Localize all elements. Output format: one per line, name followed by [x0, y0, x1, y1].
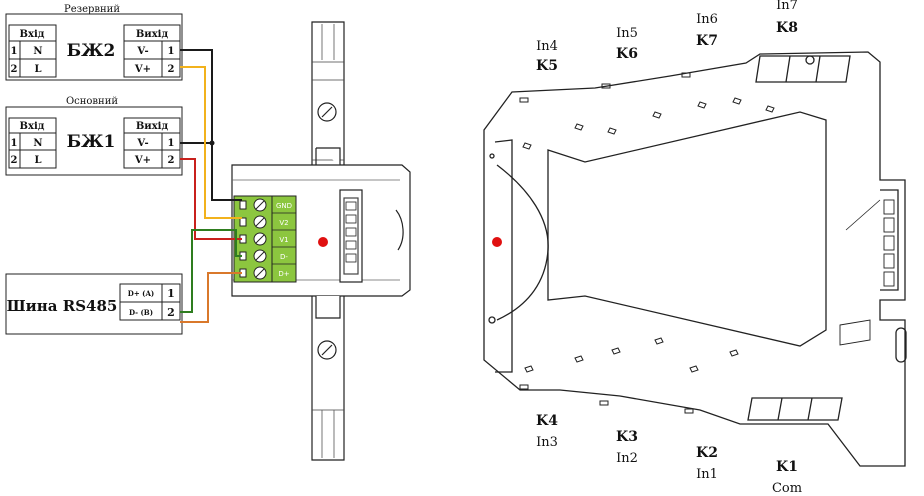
- channel-k6: K6: [616, 46, 638, 62]
- psu-main-in-label-2: L: [34, 155, 41, 166]
- psu-reserve-out-num-2: 2: [168, 64, 175, 75]
- psu-main-out-label-1: V-: [136, 138, 148, 149]
- psu-reserve-in-num-2: 2: [11, 64, 18, 75]
- psu-reserve-out-header: Вихід: [136, 29, 169, 40]
- wire-black: [180, 49, 242, 201]
- terminal-label-dminus: D-: [280, 253, 288, 261]
- terminal-block: GND V2 V1 D- D+: [233, 195, 297, 283]
- psu-main-in-label-1: N: [33, 138, 42, 149]
- psu-reserve-caption: Резервний: [64, 4, 120, 15]
- module-front-view: [483, 51, 907, 467]
- wire-orange: [180, 272, 242, 323]
- channel-k2: K2: [696, 445, 718, 461]
- terminal-label-dplus: D+: [278, 270, 289, 278]
- psu-reserve-in-label-1: N: [33, 46, 42, 57]
- psu-reserve-in-num-1: 1: [11, 46, 18, 57]
- channel-k4: K4: [536, 413, 558, 429]
- wire-green: [180, 229, 242, 313]
- channel-k6-in: In5: [616, 26, 638, 41]
- channel-k1-in: Com: [772, 481, 802, 496]
- psu-reserve-in-header: Вхід: [20, 29, 45, 40]
- psu-reserve-block: Резервний Вхід 1 N 2 L БЖ2 Вихід V- 1 V+…: [5, 4, 183, 81]
- wires: [180, 49, 242, 323]
- channel-k8: K8: [776, 20, 798, 36]
- psu-reserve-in-label-2: L: [34, 64, 41, 75]
- channel-k5-in: In4: [536, 39, 558, 54]
- psu-reserve-name: БЖ2: [67, 41, 116, 61]
- channel-k1: K1: [776, 459, 798, 475]
- psu-reserve-out-label-2: V+: [134, 64, 151, 75]
- front-status-led: [492, 237, 502, 247]
- channel-k3: K3: [616, 429, 638, 445]
- psu-main-out-num-1: 1: [168, 138, 175, 149]
- rs485-label-2: D- (B): [129, 308, 153, 317]
- terminal-label-v2: V2: [279, 219, 288, 227]
- channel-labels: In4 K5 In5 K6 In6 K7 In7 K8 K4 In3 K3 In…: [536, 0, 802, 496]
- psu-main-name: БЖ1: [67, 132, 116, 152]
- wire-yellow: [180, 66, 242, 219]
- wire-red: [180, 158, 242, 240]
- terminal-label-v1: V1: [279, 236, 288, 244]
- rs485-num-1: 1: [167, 287, 175, 300]
- rs485-name: Шина RS485: [7, 297, 118, 315]
- channel-k5: K5: [536, 58, 558, 74]
- psu-main-out-num-2: 2: [168, 155, 175, 166]
- terminal-screws: [239, 198, 267, 280]
- channel-k4-in: In3: [536, 435, 558, 450]
- psu-reserve-out-label-1: V-: [136, 46, 148, 57]
- psu-main-in-num-1: 1: [11, 138, 18, 149]
- psu-main-caption: Основний: [66, 96, 118, 107]
- psu-main-block: Основний Вхід 1 N 2 L БЖ1 Вихід V- 1 V+ …: [5, 96, 183, 176]
- channel-k7-in: In6: [696, 12, 718, 27]
- psu-main-in-header: Вхід: [20, 121, 45, 132]
- channel-k3-in: In2: [616, 451, 638, 466]
- psu-main-out-label-2: V+: [134, 155, 151, 166]
- channel-k8-in: In7: [776, 0, 798, 13]
- psu-main-out-header: Вихід: [136, 121, 169, 132]
- channel-k7: K7: [696, 33, 718, 49]
- terminal-label-gnd: GND: [276, 202, 292, 210]
- status-led: [318, 237, 328, 247]
- rs485-num-2: 2: [167, 306, 175, 319]
- psu-main-in-num-2: 2: [11, 155, 18, 166]
- rs485-label-1: D+ (A): [128, 289, 154, 298]
- rs485-block: Шина RS485 D+ (A) 1 D- (B) 2: [5, 273, 183, 335]
- channel-k2-in: In1: [696, 467, 718, 482]
- psu-reserve-out-num-1: 1: [168, 46, 175, 57]
